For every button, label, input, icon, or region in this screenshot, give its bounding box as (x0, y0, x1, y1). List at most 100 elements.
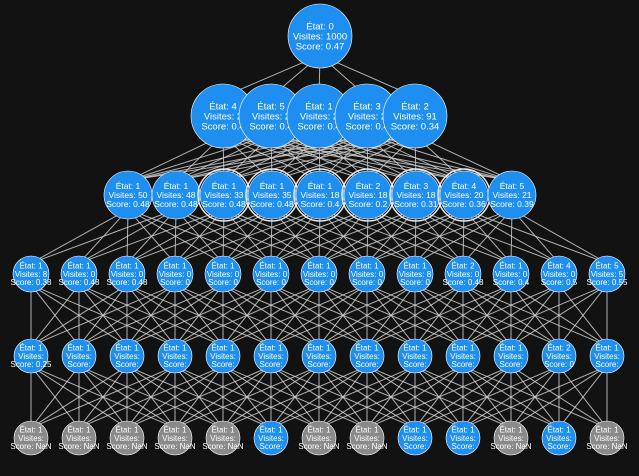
tree-edge (30, 284, 128, 347)
node-circle (493, 338, 529, 374)
node-etat-label: État: 3 (353, 101, 380, 112)
node-etat-label: État: 1 (67, 343, 91, 352)
node-circle (588, 255, 626, 293)
node-etat-label: État: 1 (163, 343, 187, 352)
node-visites-label: Visites: (354, 434, 380, 443)
node-visites-label: Visites: 18 (396, 190, 435, 200)
node-visites-label: Visites: 0 (351, 270, 384, 279)
node-etat-label: État: 5 (257, 101, 284, 112)
node-circle (487, 170, 537, 220)
node-visites-label: Visites: (498, 434, 524, 443)
node-circle (492, 255, 530, 293)
tree-edge (78, 284, 224, 347)
node-circle (589, 338, 625, 374)
node-score-label: Score: (355, 360, 378, 369)
tree-edge (174, 365, 320, 429)
node-circle (382, 83, 448, 149)
tree-edge (270, 208, 369, 264)
tree-edge (30, 365, 80, 429)
node-score-label: Score: (451, 360, 474, 369)
node-visites-label: Visites: 2 (204, 111, 242, 122)
node-etat-label: État: 5 (595, 261, 619, 270)
tree-edge (127, 134, 272, 182)
node-visites-label: Visites: 21 (492, 190, 531, 200)
tree-edge (414, 365, 512, 429)
node-circle (589, 420, 625, 456)
node-visites-label: Visites: 0 (159, 270, 192, 279)
node-score-label: Score: 0.38 (11, 278, 52, 287)
node-score-label: Score: NaN (106, 442, 148, 451)
tree-edge (126, 365, 224, 429)
tree-edge (366, 284, 464, 347)
node-circle (204, 255, 242, 293)
node-score-label: Score: 0.36 (442, 199, 486, 209)
node-circle (493, 420, 529, 456)
node-visites-label: Visites: (66, 434, 92, 443)
tree-edge (510, 365, 608, 429)
tree-edge (318, 208, 465, 264)
tree-edge (222, 365, 368, 429)
tree-edge (511, 208, 608, 264)
tree-edge (30, 284, 80, 347)
node-visites-label: Visites: (546, 352, 572, 361)
node-etat-label: État: 1 (259, 425, 283, 434)
node-score-label: Score: (115, 360, 138, 369)
tree-edge (414, 284, 512, 347)
node-score-label: Score: 0.4 (249, 121, 292, 132)
node-circle (109, 420, 145, 456)
node-visites-label: Visites: (306, 434, 332, 443)
node-score-label: Score: NaN (346, 442, 388, 451)
node-score-label: Score: (307, 360, 330, 369)
node-score-label: Score: 0.48 (106, 199, 150, 209)
node-circle (300, 255, 338, 293)
node-visites-label: Visites: 8 (15, 270, 48, 279)
node-score-label: Score: 0.48 (107, 278, 148, 287)
node-visites-label: Visites: (402, 352, 428, 361)
tree-edge (30, 208, 177, 264)
node-score-label: Score: NaN (298, 442, 340, 451)
node-etat-label: État: 1 (451, 425, 475, 434)
node-etat-label: État: 3 (404, 181, 429, 191)
node-score-label: Score: 0.48 (154, 199, 198, 209)
node-visites-label: Visites: 1000 (293, 31, 347, 42)
node-etat-label: État: 5 (500, 181, 525, 191)
tree-edge (174, 208, 273, 264)
tree-edge (222, 365, 320, 429)
tree-edge (366, 208, 513, 264)
node-circle (397, 338, 433, 374)
node-visites-label: Visites: (306, 352, 332, 361)
node-visites-label: Visites: (498, 352, 524, 361)
node-visites-label: Visites: (594, 434, 620, 443)
node-etat-label: État: 1 (115, 425, 139, 434)
tree-edge (558, 284, 608, 347)
node-circle (13, 420, 49, 456)
tree-edge (222, 208, 369, 264)
tree-edge (126, 208, 273, 264)
tree-edge (222, 284, 368, 347)
node-visites-label: Visites: 0 (447, 270, 480, 279)
node-etat-label: État: 1 (19, 261, 43, 270)
node-etat-label: État: 2 (547, 343, 571, 352)
node-etat-label: État: 1 (307, 425, 331, 434)
tree-edge (30, 365, 176, 429)
node-etat-label: État: 1 (547, 425, 571, 434)
